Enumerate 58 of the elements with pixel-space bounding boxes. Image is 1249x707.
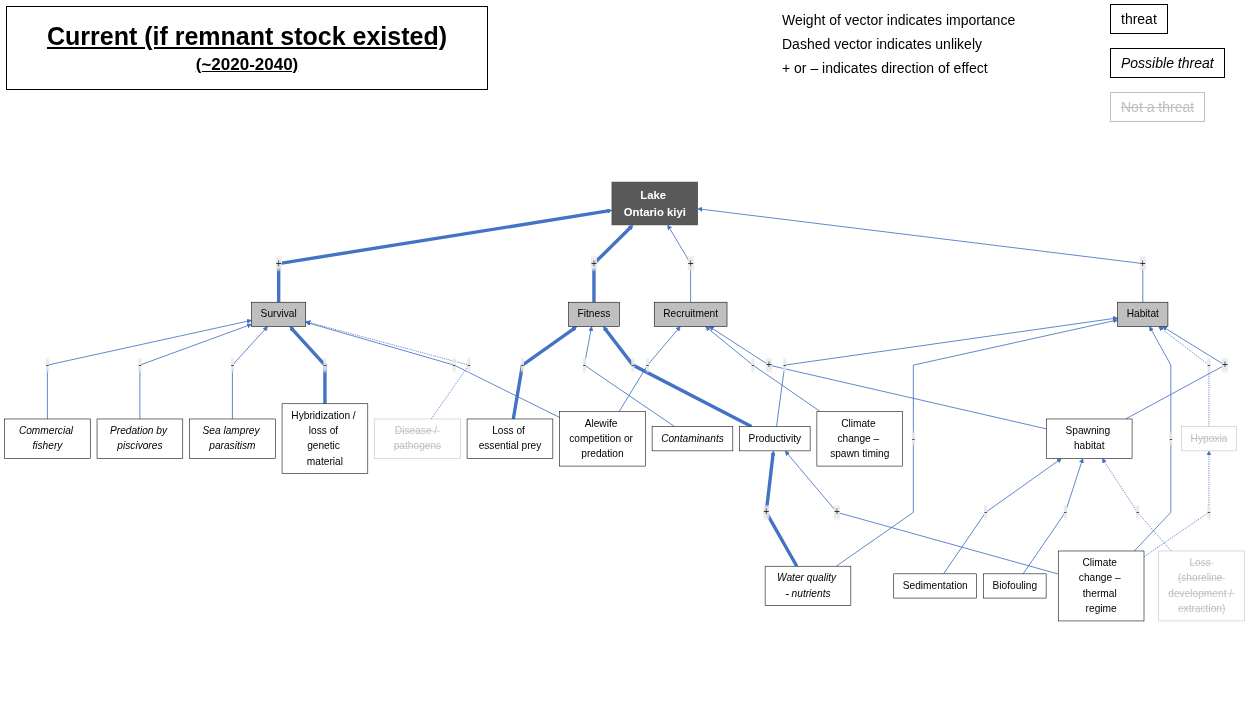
note-text: Dashed vector indicates unlikely: [782, 35, 983, 54]
node-box: Alewife competition or predation: [559, 411, 646, 467]
edge-label: -: [911, 432, 916, 445]
edge-label: -: [1169, 432, 1173, 445]
node-box: Climate change – thermal regime: [1058, 550, 1145, 622]
edge-label: -: [631, 359, 635, 371]
subtitle: (~2020-2040): [195, 54, 299, 75]
legend-sample: Possible threat: [1110, 48, 1225, 78]
node-box: Sedimentation: [893, 573, 977, 599]
edge-label: +: [1139, 257, 1146, 269]
node-box: Predation by piscivores: [96, 418, 184, 459]
node-box: Sea lamprey parasitism: [189, 418, 276, 459]
node-box: Contaminants: [651, 426, 734, 452]
arrow: [511, 326, 578, 420]
node-box: Disease / pathogens: [374, 418, 461, 459]
node-box: Recruitment: [653, 301, 728, 327]
node-box: Commercial fishery: [4, 418, 91, 459]
node-box: Fitness: [568, 301, 620, 327]
edge-label: -: [751, 359, 755, 371]
edge-label: +: [1221, 359, 1228, 371]
node-box: Hybridization / loss of genetic material: [281, 403, 369, 474]
edge-label: +: [590, 257, 597, 269]
edge-label: -: [467, 359, 471, 371]
edge-label: +: [763, 506, 770, 518]
edge-label: -: [138, 359, 142, 371]
edge-label: +: [275, 257, 282, 269]
note-text: Weight of vector indicates importance: [782, 11, 1016, 30]
edge-label: -: [45, 359, 50, 371]
title: Current (if remnant stock existed): [46, 21, 448, 51]
legend-sample: Not a threat: [1110, 92, 1206, 122]
edge-label: -: [783, 359, 787, 371]
node-box: Hypoxia: [1181, 426, 1237, 452]
edge-label: -: [582, 359, 587, 371]
edge-label: -: [1207, 506, 1211, 518]
edge-label: -: [230, 359, 235, 371]
node-box: Loss (shoreline development / extraction): [1158, 550, 1245, 622]
edge-label: +: [834, 506, 840, 518]
node-box: Water quality - nutrients: [764, 565, 852, 606]
node-box: Biofouling: [983, 573, 1047, 599]
edge-label: -: [520, 359, 525, 371]
node-box: Survival: [251, 301, 307, 327]
note-text: + or – indicates direction of effect: [782, 59, 989, 78]
edge-label: -: [984, 506, 988, 518]
node-box: Spawning habitat: [1046, 418, 1133, 459]
node-box: Loss of essential prey: [466, 418, 554, 459]
edge-label: +: [687, 257, 694, 269]
edge-label: -: [645, 359, 650, 371]
node-box: Climate change – spawn timing: [816, 411, 903, 467]
edge-label: -: [452, 359, 456, 371]
edge-label: -: [1063, 506, 1067, 518]
legend-sample: threat: [1110, 4, 1168, 34]
node-box: Productivity: [739, 426, 811, 452]
node-box: Habitat: [1117, 301, 1169, 327]
edge-label: -: [1207, 359, 1211, 371]
edge-label: -: [1135, 506, 1140, 518]
node-box: Lake Ontario kiyi: [611, 181, 698, 226]
edge-label: -: [323, 359, 327, 371]
edge-label: +: [765, 359, 772, 371]
